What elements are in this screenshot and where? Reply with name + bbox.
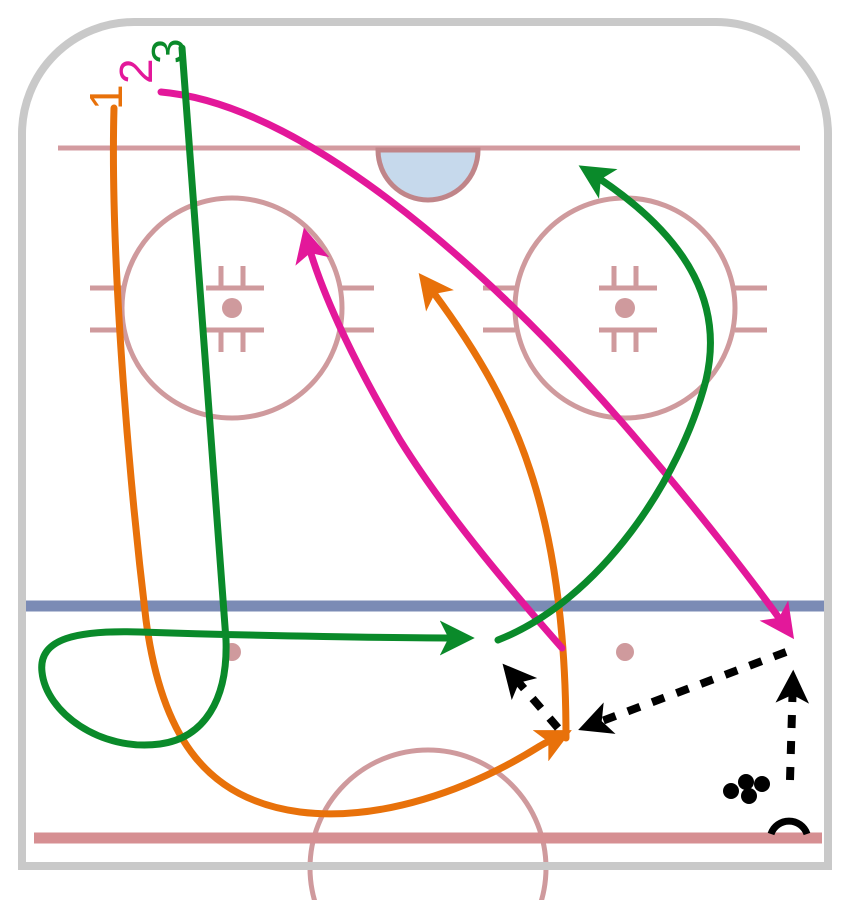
route-label-1: 1 [80, 84, 132, 110]
pass-puck-to-blue-line[interactable] [775, 669, 810, 781]
rink-markings [26, 145, 826, 900]
route-1-leg-a[interactable] [109, 104, 572, 818]
goal-crease [375, 147, 481, 203]
route-1-leg-b[interactable] [418, 273, 570, 742]
route-3-green[interactable] [38, 44, 714, 749]
route-2-leg-a[interactable] [157, 88, 795, 640]
pass-slot-to-left[interactable] [502, 663, 562, 731]
faceoff-dot-right [615, 298, 635, 318]
route-2-magenta[interactable] [157, 88, 795, 652]
player-station-marker [767, 817, 811, 836]
route-label-3: 3 [142, 38, 194, 64]
route-1-orange[interactable] [109, 104, 572, 818]
rink-boards [18, 18, 832, 870]
faceoff-circle-left [90, 195, 374, 421]
route-3-leg-b[interactable] [494, 165, 714, 644]
pass-right-corner-to-slot[interactable] [578, 648, 788, 734]
puck-pile [723, 774, 770, 804]
route-2-leg-b[interactable] [295, 227, 566, 652]
route-label-2: 2 [110, 58, 162, 84]
faceoff-dot-left [222, 298, 242, 318]
faceoff-circle-right [483, 195, 767, 421]
route-3-leg-a[interactable] [38, 44, 475, 749]
pass-lines[interactable] [502, 648, 810, 781]
neutral-dot-right [616, 643, 634, 661]
